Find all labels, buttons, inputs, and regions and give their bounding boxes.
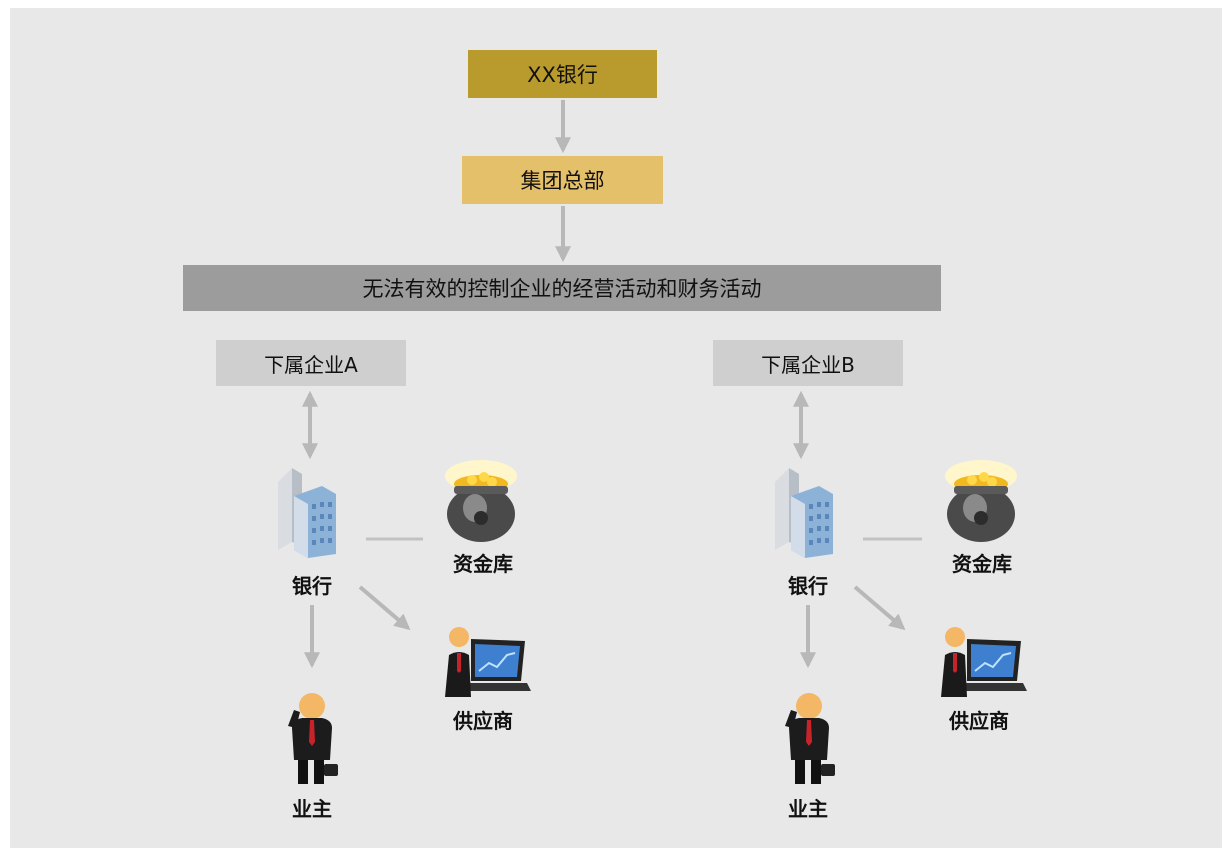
subsidiary-a-label: 下属企业A xyxy=(264,352,358,377)
businessman-laptop-icon xyxy=(445,627,531,697)
bank-box: XX银行 xyxy=(468,50,657,98)
bank-b-label: 银行 xyxy=(788,574,828,598)
gold-pot-safe-icon xyxy=(945,460,1017,542)
owner-b-label: 业主 xyxy=(788,797,828,821)
diagram-canvas xyxy=(10,8,1222,848)
office-building-icon xyxy=(775,468,833,558)
supplier-a-label: 供应商 xyxy=(453,709,513,733)
owner-a-label: 业主 xyxy=(292,797,332,821)
subsidiary-b-label: 下属企业B xyxy=(761,352,855,377)
businessman-briefcase-icon xyxy=(288,693,338,784)
status-bar: 无法有效的控制企业的经营活动和财务活动 xyxy=(183,265,941,311)
supplier-b-label: 供应商 xyxy=(949,709,1009,733)
vault-b-label: 资金库 xyxy=(952,552,1012,576)
arrow-bank-a-supplier xyxy=(358,585,411,631)
gold-pot-safe-icon xyxy=(445,460,517,542)
businessman-briefcase-icon xyxy=(785,693,835,784)
headquarters-box: 集团总部 xyxy=(462,156,663,204)
subsidiary-b-box: 下属企业B xyxy=(713,340,903,386)
status-bar-label: 无法有效的控制企业的经营活动和财务活动 xyxy=(362,277,762,301)
office-building-icon xyxy=(278,468,336,558)
headquarters-box-label: 集团总部 xyxy=(520,169,605,193)
businessman-laptop-icon xyxy=(941,627,1027,697)
arrow-bank-b-supplier xyxy=(853,585,906,631)
vault-a-label: 资金库 xyxy=(453,552,513,576)
subsidiary-a-box: 下属企业A xyxy=(216,340,406,386)
bank-box-label: XX银行 xyxy=(527,63,598,87)
bank-a-label: 银行 xyxy=(292,574,332,598)
